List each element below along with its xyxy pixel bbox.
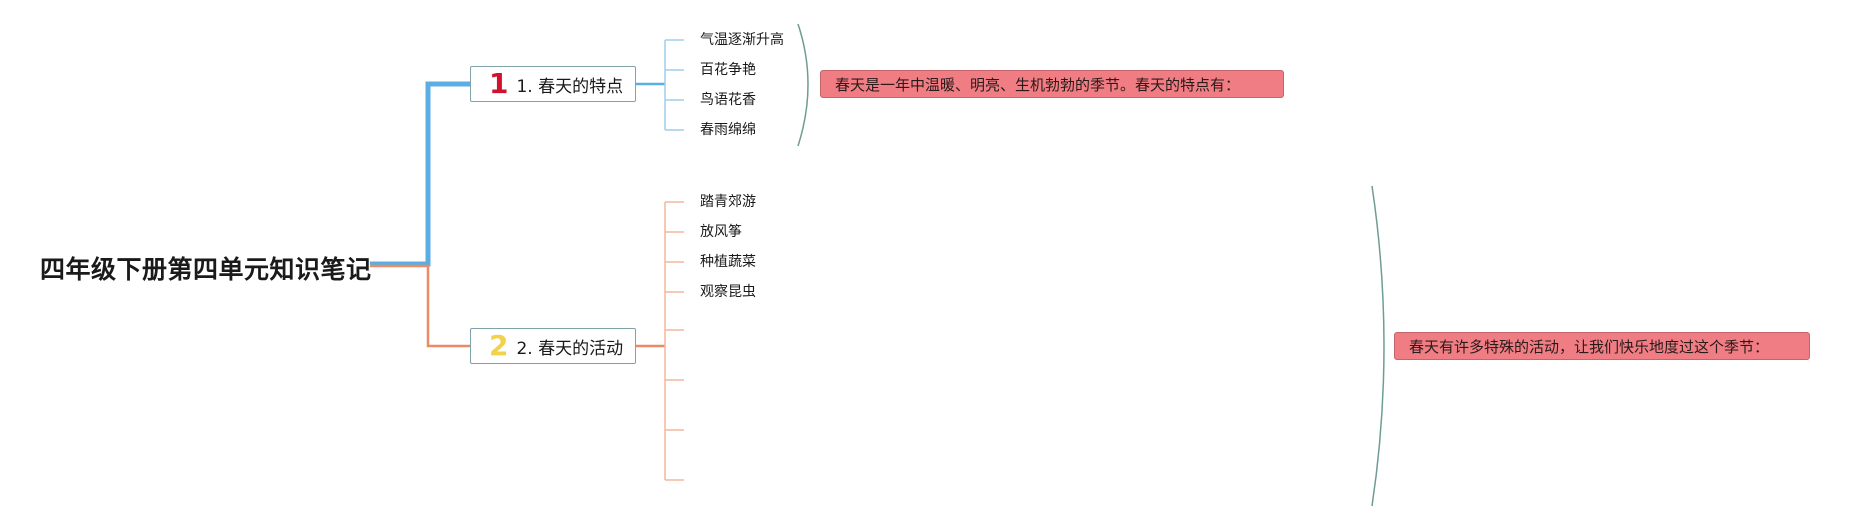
- leaf-topic[interactable]: 鸟语花香: [700, 92, 756, 108]
- root-topic[interactable]: 四年级下册第四单元知识笔记: [40, 255, 372, 284]
- branch-node-1[interactable]: 1 1. 春天的特点: [470, 66, 636, 102]
- branch1-bracket: [797, 23, 809, 147]
- leaf-topic[interactable]: 百花争艳: [700, 62, 756, 78]
- summary-callout-2[interactable]: 春天有许多特殊的活动，让我们快乐地度过这个季节：: [1394, 332, 1810, 360]
- branch2-bracket: [1371, 185, 1385, 507]
- branch-label-2: 2. 春天的活动: [516, 338, 624, 359]
- leaf-topic[interactable]: 气温逐渐升高: [700, 32, 784, 48]
- leaf-topic[interactable]: 春雨绵绵: [700, 122, 756, 138]
- number-1-icon: 1: [489, 67, 509, 100]
- branch-label-1: 1. 春天的特点: [516, 76, 624, 97]
- leaf-topic[interactable]: 踏青郊游: [700, 194, 756, 210]
- root-connector-blue: [370, 81, 470, 267]
- branch-node-2[interactable]: 2 2. 春天的活动: [470, 328, 636, 364]
- leaf-topic[interactable]: 种植蔬菜: [700, 254, 756, 270]
- leaf-topic[interactable]: 放风筝: [700, 224, 742, 240]
- root-connector-orange: [370, 264, 470, 348]
- summary-callout-1[interactable]: 春天是一年中温暖、明亮、生机勃勃的季节。春天的特点有：: [820, 70, 1284, 98]
- number-2-icon: 2: [489, 329, 509, 362]
- leaf-topic[interactable]: 观察昆虫: [700, 284, 756, 300]
